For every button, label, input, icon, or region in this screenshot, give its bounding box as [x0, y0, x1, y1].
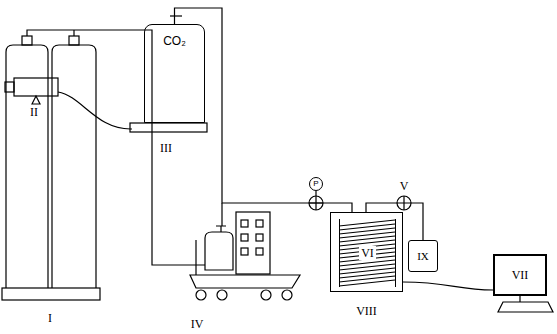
cylinder-neck: [69, 36, 79, 45]
coil-reactor: VI: [339, 219, 396, 287]
gas-line: [27, 30, 205, 265]
callout-number: V: [400, 180, 409, 192]
cylinder-stand: [130, 123, 207, 132]
cylinder-valve: [170, 15, 182, 16]
node-label: P: [313, 180, 318, 188]
cylinder-neck: [22, 36, 32, 45]
co2-cylinder: CO₂: [144, 24, 205, 123]
camera-lens: [5, 82, 14, 92]
control-box: [236, 212, 270, 274]
node-label: VIII: [356, 305, 377, 317]
collection-vessel: IX: [408, 240, 438, 272]
feed-pipe: [221, 203, 222, 226]
monitor-stand: [519, 296, 520, 302]
pipe-connector: [403, 282, 493, 290]
cart-wheel: [261, 290, 271, 300]
camera-cable: [58, 92, 132, 129]
control-button: [241, 220, 248, 227]
cart-handle: [195, 240, 196, 275]
cart-wheel: [282, 290, 292, 300]
control-button: [256, 234, 263, 241]
cylinder-base: [2, 288, 100, 300]
pipe-connector: [175, 8, 353, 212]
vessel-valve: [216, 226, 226, 232]
valve-symbol: [397, 196, 411, 210]
pipe-connector: [366, 203, 423, 240]
cart-wheel: [217, 290, 227, 300]
control-button: [256, 248, 263, 255]
valve-symbol: [397, 196, 411, 210]
keyboard: [498, 302, 553, 312]
cart-platform: [190, 275, 300, 288]
callout-number: II: [30, 106, 38, 118]
gas-line: [73, 30, 74, 36]
node-label: CO₂: [163, 35, 186, 47]
water-bath: VIIIVI: [330, 212, 403, 292]
node-label: VII: [512, 269, 529, 281]
callout-number: IV: [191, 318, 204, 330]
cart-wheel: [196, 290, 206, 300]
control-button: [241, 248, 248, 255]
pressure-gauge: P: [309, 177, 323, 191]
callout-number: I: [48, 312, 52, 324]
camera-mount: [32, 96, 40, 104]
pressure-vessel: [205, 232, 233, 270]
node-label: VI: [359, 246, 376, 260]
callout-number: III: [160, 142, 172, 154]
computer-monitor: VII: [493, 254, 547, 296]
camera-body: [14, 78, 58, 96]
node-label: IX: [417, 251, 429, 262]
gas-cylinder: [6, 45, 48, 288]
control-button: [256, 220, 263, 227]
coil-winding: [339, 220, 395, 286]
gauge-stem: [315, 191, 316, 196]
control-button: [241, 234, 248, 241]
